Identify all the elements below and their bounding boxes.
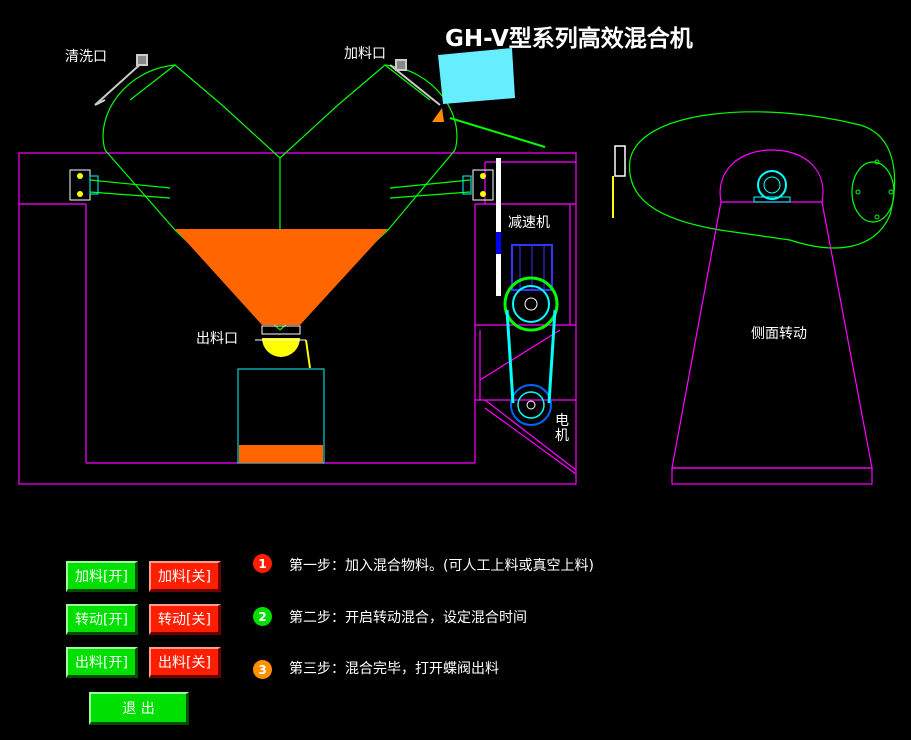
feed-indicator bbox=[432, 108, 444, 122]
step-1-badge: 1 bbox=[253, 554, 272, 573]
step-3-badge: 3 bbox=[253, 660, 272, 679]
wash-port-label: 清洗口 bbox=[65, 49, 107, 65]
discharge-valve bbox=[255, 325, 311, 369]
drive-assembly bbox=[503, 244, 559, 426]
reducer-gauge bbox=[496, 158, 501, 296]
rotate-off-button[interactable]: 转动[关] bbox=[149, 604, 221, 635]
step-1-text: 第一步：加入混合物料。(可人工上料或真空上料) bbox=[289, 558, 594, 574]
reducer-label: 减速机 bbox=[508, 215, 550, 231]
step-2-badge: 2 bbox=[253, 607, 272, 626]
side-rotation-label: 侧面转动 bbox=[751, 326, 807, 342]
feed-port-hatch bbox=[389, 59, 546, 148]
discharge-port-label: 出料口 bbox=[196, 331, 238, 347]
step-2-text: 第二步：开启转动混合，设定混合时间 bbox=[289, 610, 527, 626]
feed-off-button[interactable]: 加料[关] bbox=[149, 561, 221, 592]
side-view bbox=[612, 111, 896, 485]
step-3-text: 第三步：混合完毕，打开蝶阀出料 bbox=[289, 661, 499, 677]
right-bearing bbox=[462, 169, 494, 201]
feed-port-label: 加料口 bbox=[344, 46, 386, 62]
page-title: GH-V型系列高效混合机 bbox=[445, 26, 693, 52]
feed-on-button[interactable]: 加料[开] bbox=[66, 561, 138, 592]
wash-port-hatch bbox=[94, 54, 148, 106]
receiving-bin bbox=[237, 368, 325, 464]
discharge-off-button[interactable]: 出料[关] bbox=[149, 647, 221, 678]
feed-hopper bbox=[438, 48, 515, 104]
rotate-on-button[interactable]: 转动[开] bbox=[66, 604, 138, 635]
motor-label-line1: 电 bbox=[555, 413, 569, 429]
motor-label-line2: 机 bbox=[555, 428, 569, 444]
front-frame bbox=[18, 152, 577, 485]
exit-button[interactable]: 退 出 bbox=[89, 692, 189, 725]
discharge-on-button[interactable]: 出料[开] bbox=[66, 647, 138, 678]
material-fill bbox=[175, 229, 388, 325]
motor-label: 电 机 bbox=[555, 414, 569, 444]
left-bearing bbox=[69, 169, 99, 201]
